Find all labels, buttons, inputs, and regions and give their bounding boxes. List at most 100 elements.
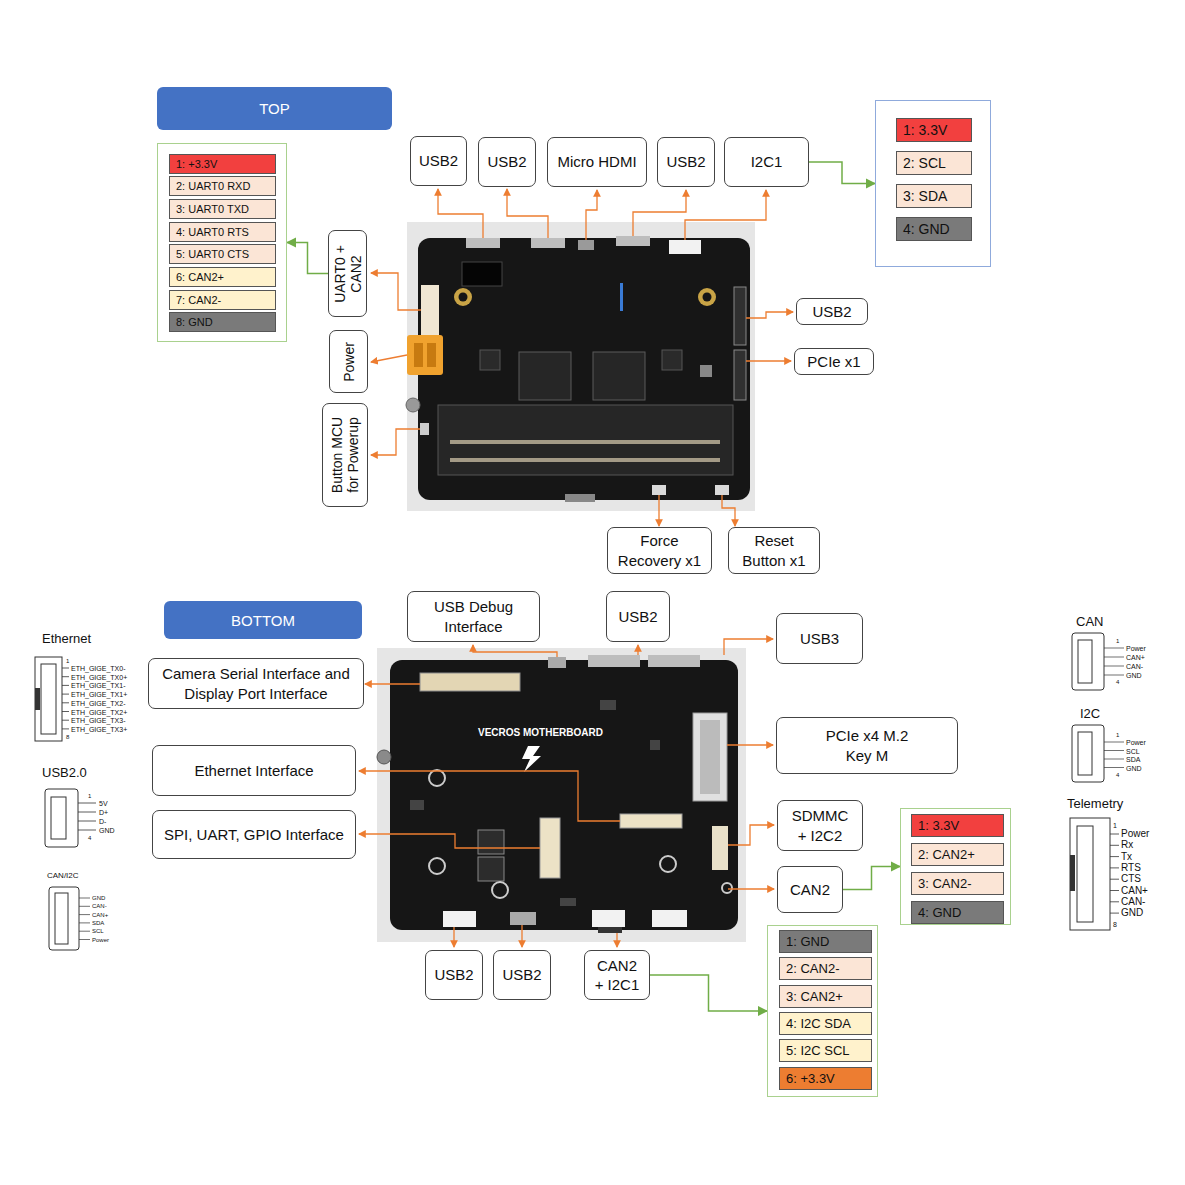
callout-box: Button MCU for Powerup [322,403,368,507]
callout-box: USB Debug Interface [407,591,540,642]
m2-slot [693,713,727,801]
pin-name: 1 [88,793,91,799]
crystal [700,365,712,377]
mounting-hole [429,770,445,786]
pin-leads [78,803,96,830]
pin-label: 5: UART0 CTS [176,248,249,260]
usb-connector [734,287,746,345]
pin-name: GND [1126,764,1142,771]
connector-outline [1077,826,1093,922]
node-text: Button MCU for Powerup [329,407,361,503]
callout-box: CAN2 [777,866,843,913]
leader-line [616,933,617,947]
pin-name: 8 [66,734,69,740]
pinout-table: 1: 3.3V2: SCL3: SDA4: GND [875,100,991,267]
callout-box: USB2 [606,591,670,642]
pin-cell: 5: I2C SCL [779,1039,872,1062]
pin-cell: 4: GND [896,217,972,241]
hdmi-connector [578,240,594,250]
pin-name: 5V [99,800,108,807]
mounting-hole [698,288,716,306]
pinout-table: 1: +3.3V2: UART0 RXD3: UART0 TXD4: UART0… [157,143,287,342]
pin-cell: 3: SDA [896,184,972,208]
circuit-board [418,238,750,500]
callout-box: Reset Button x1 [728,527,820,574]
jst-connector [652,910,687,927]
leader-line [371,273,421,310]
connector-outline [35,657,62,741]
component [600,700,616,710]
power-pin [414,343,423,367]
node-text: CAN2 + I2C1 [593,956,641,995]
node-text: USB2 [812,302,851,322]
pin-label: 3: CAN2+ [786,989,843,1004]
pin-name: D+ [99,809,108,816]
connector-notch [35,688,40,710]
pin-cell: 1: +3.3V [169,154,276,174]
leader-line [453,927,454,947]
chip [519,352,571,400]
section-banner: TOP [157,87,392,130]
pin-cell: 1: 3.3V [911,814,1004,837]
callout-box: USB2 [493,950,551,1000]
mounting-hole [459,293,468,302]
pin-name: CAN/I2C [47,872,79,880]
leader-line [359,771,620,821]
pin-name: 1 [66,658,69,664]
pin-name: USB2.0 [42,766,87,779]
push-button [420,423,429,435]
pin-name: Tx [1121,852,1132,862]
leader-line [633,190,686,236]
node-text: CAN2 [790,880,830,900]
pin-name: CAN- [1121,897,1145,907]
node-text: SPI, UART, GPIO Interface [164,825,344,845]
pin-label: 7: CAN2- [176,294,221,306]
connector-outline [1072,725,1104,782]
usb-connector [466,238,500,248]
pin-leads [1104,742,1124,768]
pin-name: GND [1126,672,1142,679]
inductor [478,830,504,854]
pin-cell: 2: CAN2+ [911,843,1004,866]
chip [480,350,500,370]
node-text: Reset Button x1 [736,531,812,570]
callout-box: USB2 [410,136,467,186]
node-text: USB Debug Interface [415,597,532,636]
sdmmc-connector [712,826,728,870]
pin-name: 8 [1113,921,1117,928]
node-text: PCIe x1 [807,352,860,372]
connector-outline [49,887,79,950]
fpc-connector [420,673,520,691]
pin-name: ETH_GIGE_TX2+ [71,708,127,715]
power-connector [407,335,443,375]
node-text: USB2 [618,607,657,627]
connector-outline [41,664,56,734]
screw [406,398,420,412]
pin-name: Power [1126,739,1146,746]
node-text: Micro HDMI [557,152,636,172]
pin-cell: 4: UART0 RTS [169,222,276,242]
node-text: SDMMC + I2C2 [789,806,851,845]
pin-cell: 3: UART0 TXD [169,199,276,219]
logo [522,746,541,772]
connector-arrow [287,243,328,274]
pinout-table: 1: GND2: CAN2-3: CAN2+4: I2C SDA5: I2C S… [767,925,878,1097]
pin-name: 4 [88,835,91,841]
pin-cell: 6: +3.3V [779,1067,872,1090]
chip [593,352,645,400]
power-pin [427,343,436,367]
node-text: Ethernet Interface [194,761,313,781]
pin-label: 6: +3.3V [786,1071,835,1086]
pin-name: GND [92,895,105,901]
pin-label: 1: 3.3V [903,122,947,138]
connector-outline [1078,640,1092,683]
pin-name: CAN+ [92,912,108,918]
pin-label: 2: CAN2- [786,961,839,976]
pin-name: Power [1121,829,1149,839]
board-marking: VECROS MOTHERBOARD [478,728,603,738]
pin-cell: 7: CAN2- [169,290,276,310]
leader-line [507,189,548,238]
leader-line [371,355,407,362]
pin-label: 4: I2C SDA [786,1016,851,1031]
